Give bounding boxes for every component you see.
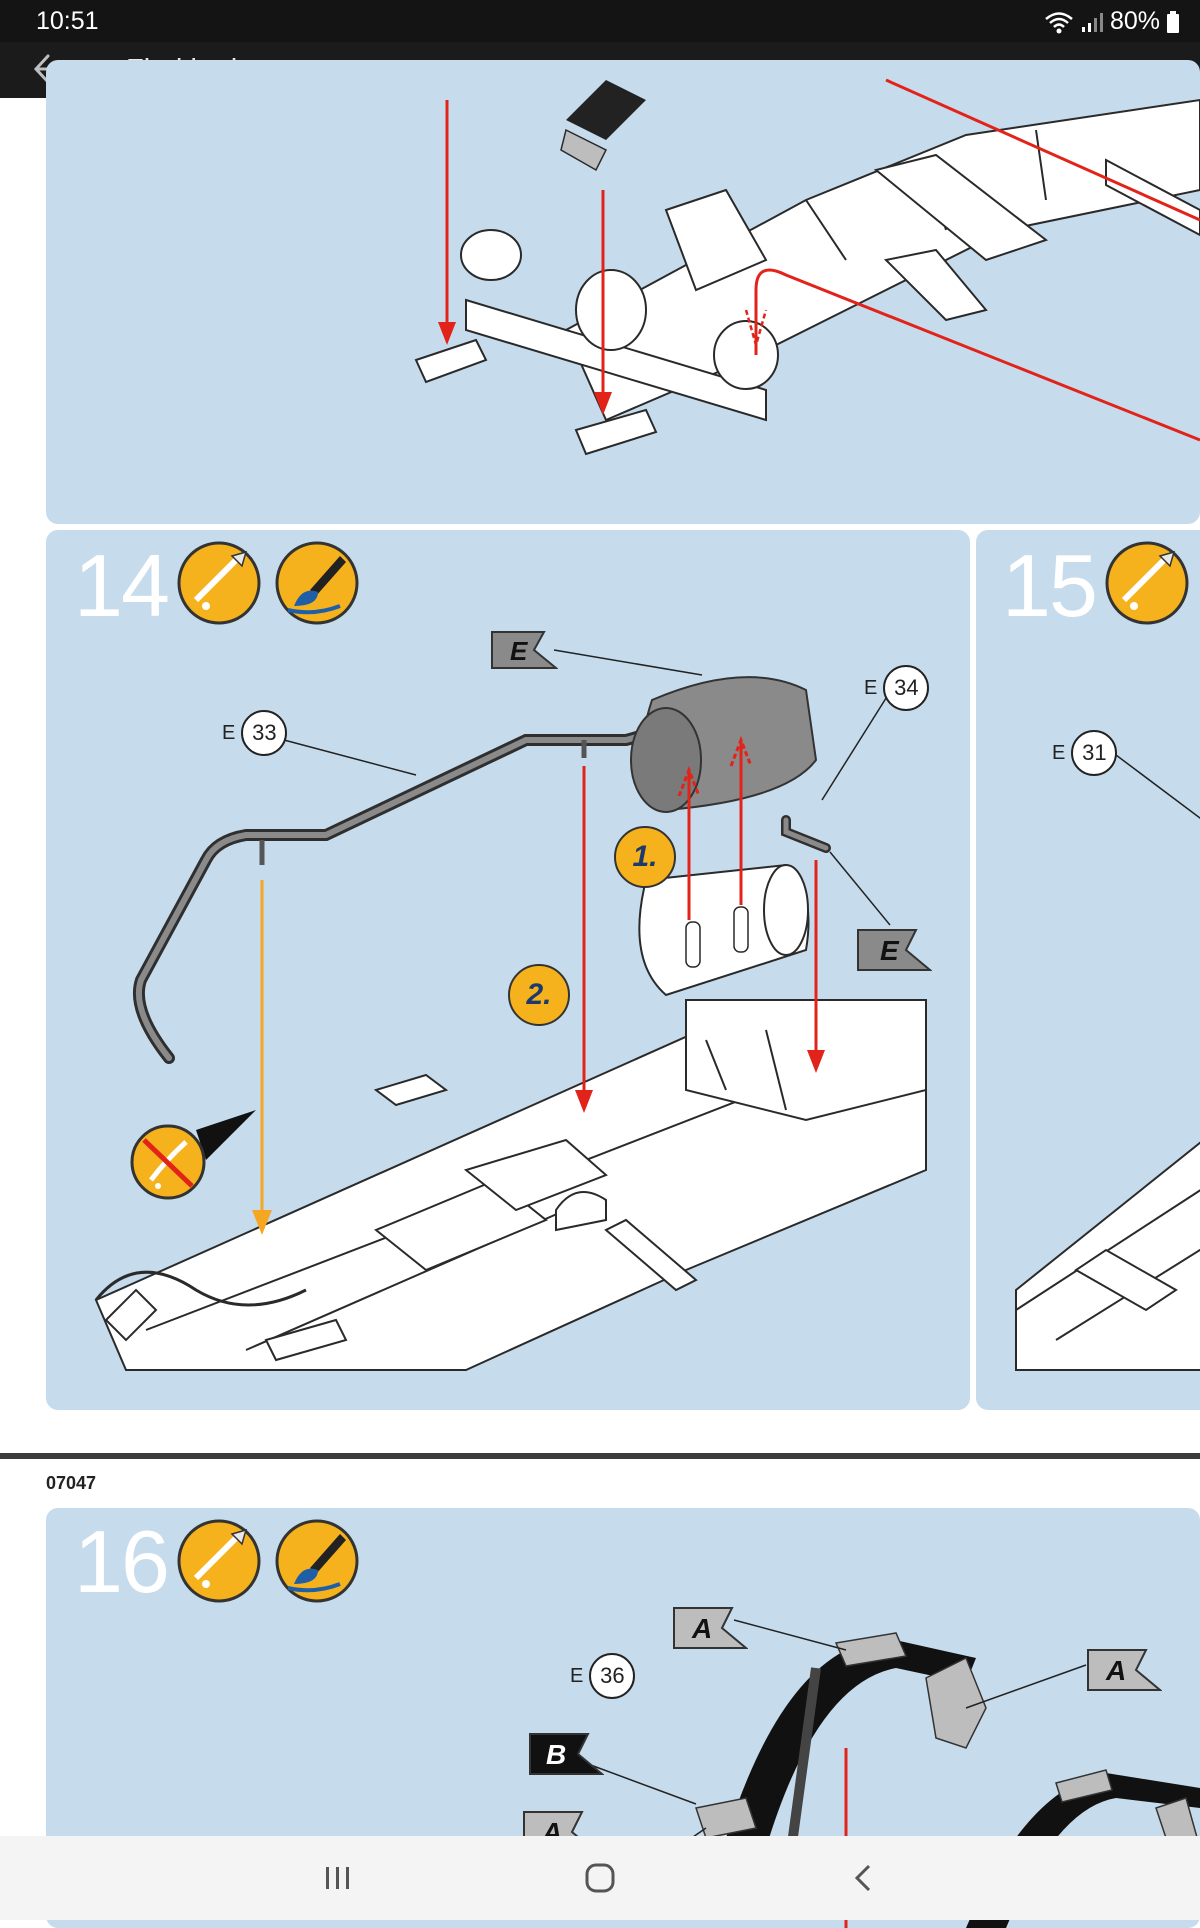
flag-letter: E	[510, 636, 528, 666]
signal-icon	[1081, 12, 1103, 32]
part-number: 36	[589, 1653, 636, 1699]
part-letter: E	[222, 721, 236, 744]
back-nav-button[interactable]	[824, 1850, 904, 1906]
part-letter: E	[1052, 741, 1066, 764]
system-nav-bar	[0, 1836, 1200, 1920]
flag-letter: E	[880, 935, 899, 966]
step-13-illustration	[414, 78, 1200, 456]
part-letter: E	[864, 676, 878, 699]
recent-apps-button[interactable]	[298, 1850, 378, 1906]
sprue-flag-a-1: A	[672, 1606, 748, 1650]
sprue-flag-e-top: E	[490, 630, 558, 670]
part-callout-e31: E 31	[1052, 730, 1118, 776]
part-number: 31	[1071, 730, 1118, 776]
status-indicators: 80%	[1044, 7, 1180, 36]
step-number: 16	[74, 1512, 170, 1611]
step-14-panel: 14	[46, 530, 970, 1410]
step-15-panel: 15 E 31	[976, 530, 1200, 1410]
status-time: 10:51	[36, 7, 99, 35]
step-number: 15	[1002, 536, 1098, 635]
battery-percent: 80%	[1109, 7, 1160, 35]
step-15-illustration	[1015, 751, 1200, 1371]
flag-shape	[857, 929, 932, 971]
order-label: 1.	[632, 840, 658, 873]
paint-brush-badge-icon	[275, 1519, 359, 1603]
part-callout-e34: E 34	[864, 665, 930, 711]
chevron-left-icon	[854, 1864, 871, 1892]
order-label: 2.	[526, 978, 552, 1011]
glue-badge-icon	[177, 1519, 261, 1603]
page-separator	[0, 1453, 1200, 1459]
flag-letter: A	[692, 1613, 713, 1644]
step-13-panel	[46, 60, 1200, 524]
glue-badge-icon	[1105, 541, 1189, 625]
wifi-icon	[1045, 11, 1073, 33]
flag-shape	[529, 1733, 604, 1775]
assembly-order-2: 2.	[508, 964, 570, 1026]
recent-apps-icon	[326, 1867, 349, 1889]
flag-shape	[1087, 1649, 1162, 1691]
part-callout-e33: E 33	[222, 710, 288, 756]
part-number: 34	[883, 665, 930, 711]
paint-brush-badge-icon	[275, 541, 359, 625]
flag-shape	[491, 631, 558, 669]
sprue-flag-a-2: A	[1086, 1648, 1162, 1692]
assembly-order-1: 1.	[614, 826, 676, 888]
step-14-illustration	[94, 649, 927, 1371]
status-bar: 10:51 80%	[0, 0, 1200, 42]
flag-letter: B	[546, 1739, 567, 1770]
home-button[interactable]	[560, 1850, 640, 1906]
part-callout-e36: E 36	[570, 1653, 636, 1699]
sprue-flag-e-right: E	[856, 928, 932, 972]
flag-letter: A	[1106, 1655, 1127, 1686]
glue-badge-icon	[177, 541, 261, 625]
part-letter: E	[570, 1664, 584, 1687]
page-code: 07047	[46, 1473, 97, 1493]
battery-icon	[1167, 10, 1179, 33]
step-number: 14	[74, 536, 170, 635]
flag-shape	[673, 1607, 748, 1649]
home-icon	[585, 1863, 615, 1893]
sprue-flag-b: B	[528, 1732, 604, 1776]
part-number: 33	[241, 710, 288, 756]
